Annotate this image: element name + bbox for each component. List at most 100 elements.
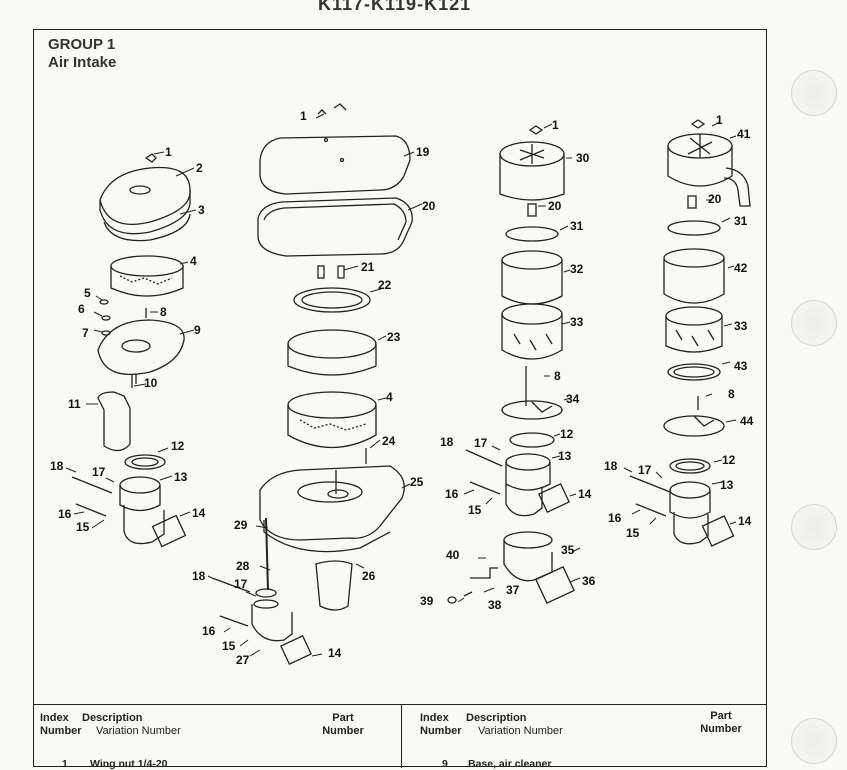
callout-16-c: 16 (445, 487, 459, 501)
callout-13-b: 13 (558, 449, 572, 463)
callout-20-b: 20 (548, 199, 562, 213)
callout-38: 38 (488, 598, 502, 612)
callout-8: 8 (160, 305, 167, 319)
callout-1-c: 1 (552, 118, 559, 132)
header-description-line1-right: Description (466, 712, 527, 724)
table-column-divider (401, 704, 402, 768)
left-row-index: 1 (62, 758, 68, 770)
callout-1: 1 (165, 145, 172, 159)
assembly-a-drawing (71, 153, 191, 548)
callout-16: 16 (58, 507, 72, 521)
left-row-description: Wing nut 1/4-20 (90, 758, 168, 770)
callout-17-d: 17 (638, 463, 652, 477)
right-col-description-header: Description Variation Number (466, 712, 606, 738)
right-col-index-header: Index Number (420, 712, 464, 738)
header-part-line2-right: Number (700, 723, 742, 735)
header-part-line2: Number (322, 725, 364, 737)
right-row-index: 9 (442, 758, 448, 770)
callout-13: 13 (174, 470, 188, 484)
callout-18-d: 18 (604, 459, 618, 473)
page-header-title: K117-K119-K121 (318, 0, 472, 14)
callout-23: 23 (387, 330, 401, 344)
binder-hole-1 (791, 70, 837, 116)
header-description-line1: Description (82, 712, 143, 724)
callout-numbers: 1 2 3 4 5 6 7 8 9 10 11 12 13 14 15 16 1… (50, 109, 754, 667)
callout-3: 3 (198, 203, 205, 217)
callout-12-b: 12 (560, 427, 574, 441)
callout-10: 10 (144, 376, 158, 390)
callout-22: 22 (378, 278, 392, 292)
binder-hole-4 (791, 718, 837, 764)
callout-32: 32 (570, 262, 584, 276)
callout-15-d: 15 (626, 526, 640, 540)
callout-17-c: 17 (474, 436, 488, 450)
callout-20: 20 (422, 199, 436, 213)
header-index-line1-right: Index (420, 712, 449, 724)
header-part-line1: Part (332, 712, 354, 724)
callout-35: 35 (561, 543, 575, 557)
callout-15-b: 15 (222, 639, 236, 653)
left-col-index-header: Index Number (40, 712, 84, 738)
callout-4-b: 4 (386, 390, 393, 404)
callout-14: 14 (192, 506, 206, 520)
callout-39: 39 (420, 594, 434, 608)
callout-8-b: 8 (554, 369, 561, 383)
callout-12-c: 12 (722, 453, 736, 467)
callout-27: 27 (236, 653, 250, 667)
callout-2: 2 (196, 161, 203, 175)
group-name: Air Intake (48, 54, 117, 71)
callout-1-b: 1 (300, 109, 307, 123)
left-col-description-header: Description Variation Number (82, 712, 222, 738)
callout-21: 21 (361, 260, 375, 274)
right-row-description: Base, air cleaner (468, 758, 552, 770)
callout-7: 7 (82, 326, 89, 340)
callout-13-c: 13 (720, 478, 734, 492)
callout-25: 25 (410, 475, 424, 489)
callout-26: 26 (362, 569, 376, 583)
callout-14-d: 14 (738, 514, 752, 528)
callout-18: 18 (50, 459, 64, 473)
callout-43: 43 (734, 359, 748, 373)
group-number: GROUP 1 (48, 36, 116, 53)
header-index-line2-right: Number (420, 725, 462, 737)
callout-33-b: 33 (734, 319, 748, 333)
callout-15: 15 (76, 520, 90, 534)
callout-11: 11 (68, 397, 81, 411)
callout-15-c: 15 (468, 503, 482, 517)
binder-hole-3 (791, 504, 837, 550)
binder-hole-2 (791, 300, 837, 346)
header-part-line1-right: Part (710, 710, 732, 722)
callout-33: 33 (570, 315, 584, 329)
header-description-line2-right: Variation Number (478, 725, 563, 737)
callout-42: 42 (734, 261, 748, 275)
header-index-line1: Index (40, 712, 69, 724)
callout-18-c: 18 (440, 435, 454, 449)
left-col-part-header: Part Number (318, 712, 368, 738)
callout-37: 37 (506, 583, 520, 597)
group-heading: GROUP 1 Air Intake (48, 36, 116, 72)
callout-6: 6 (78, 302, 85, 316)
assembly-b-drawing (211, 103, 413, 665)
callout-30: 30 (576, 151, 590, 165)
callout-24: 24 (382, 434, 396, 448)
callout-17: 17 (92, 465, 106, 479)
right-col-part-header: Part Number (696, 710, 746, 736)
callout-14-c: 14 (578, 487, 592, 501)
callout-18-b: 18 (192, 569, 206, 583)
callout-20-c: 20 (708, 192, 722, 206)
callout-12: 12 (171, 439, 185, 453)
callout-16-b: 16 (202, 624, 216, 638)
diagram-frame (33, 29, 767, 767)
callout-5: 5 (84, 286, 91, 300)
callout-31-b: 31 (734, 214, 748, 228)
callout-29: 29 (234, 518, 248, 532)
assembly-d-drawing (629, 119, 751, 547)
callout-41: 41 (737, 127, 751, 141)
callout-31: 31 (570, 219, 584, 233)
callout-34: 34 (566, 392, 580, 406)
callout-19: 19 (416, 145, 430, 159)
callout-9: 9 (194, 323, 201, 337)
callout-1-d: 1 (716, 113, 723, 127)
callout-leader-lines (65, 113, 737, 657)
